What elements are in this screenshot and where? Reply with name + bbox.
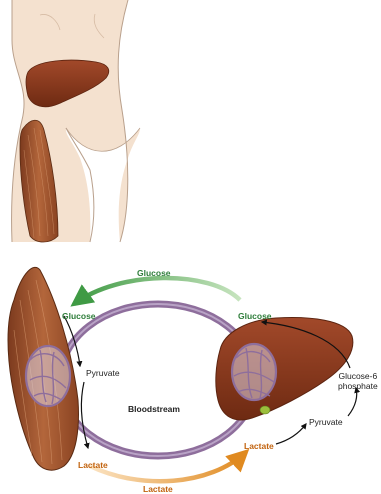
label-lactate-muscle: Lactate [78, 460, 108, 470]
label-g6p-line1: Glucose-6 [338, 371, 378, 381]
liver-lactate-to-pyruvate-arrow [276, 424, 306, 444]
label-glucose-top: Glucose [137, 268, 171, 278]
label-lactate-bottom: Lactate [143, 484, 173, 494]
label-glucose-muscle: Glucose [62, 311, 96, 321]
label-pyruvate-liver: Pyruvate [309, 417, 343, 427]
label-lactate-liver: Lactate [244, 441, 274, 451]
pyruvate-to-lactate-arrow [81, 382, 88, 448]
label-glucose-liver: Glucose [238, 311, 272, 321]
label-g6p-line2: phosphate [338, 381, 378, 391]
liver-capillaries [232, 344, 276, 400]
label-glucose-6-phosphate: Glucose-6 phosphate [338, 371, 378, 391]
pyruvate-to-g6p-arrow [348, 388, 357, 416]
label-pyruvate-muscle: Pyruvate [86, 368, 120, 378]
glucose-arrow-top [74, 278, 240, 304]
gallbladder [260, 406, 270, 414]
muscle-capillaries [26, 346, 70, 406]
label-bloodstream: Bloodstream [128, 404, 180, 414]
